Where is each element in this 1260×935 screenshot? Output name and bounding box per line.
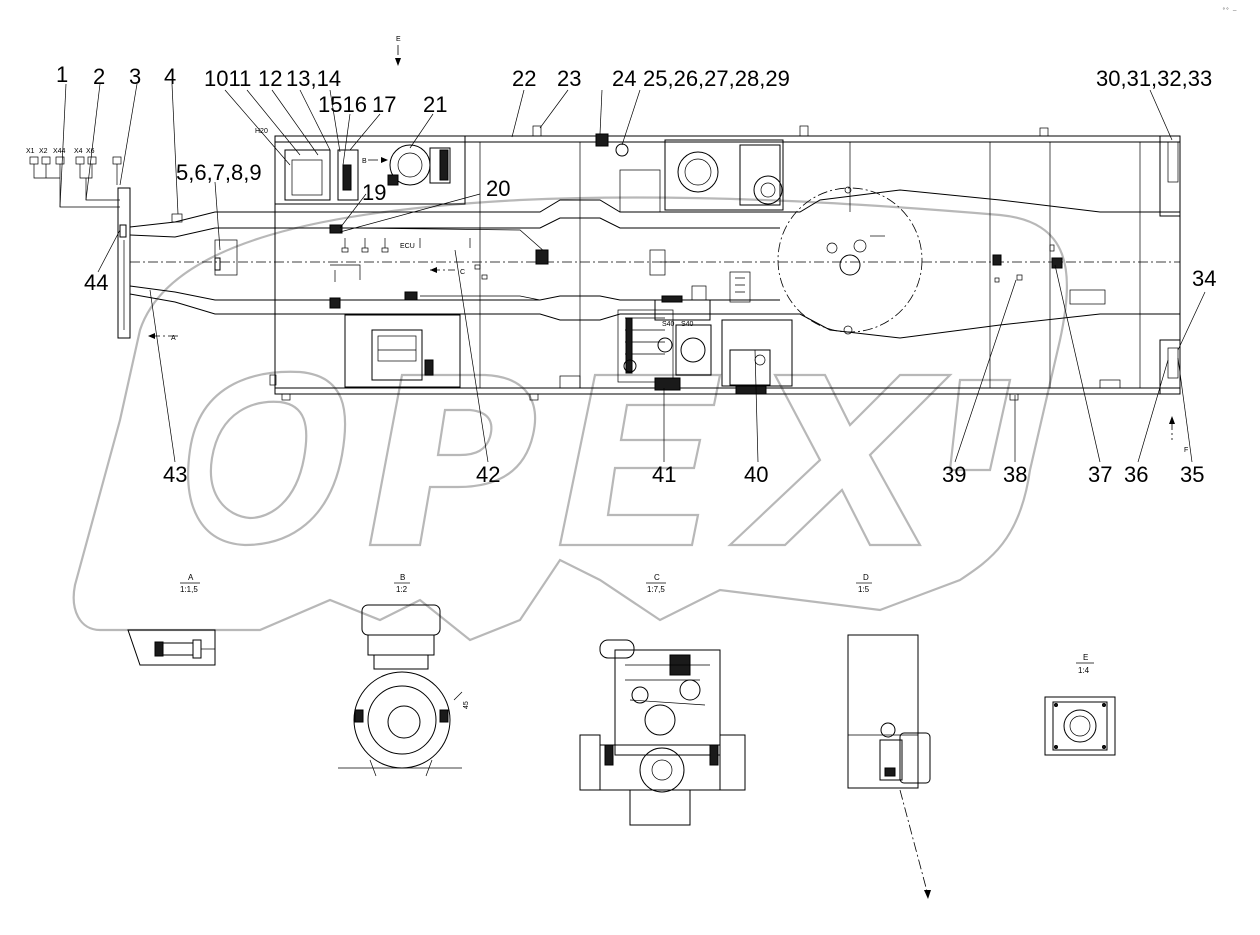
callout-34: 34: [1192, 266, 1216, 291]
callout-5-9: 5,6,7,8,9: [176, 160, 262, 185]
callout-12: 12: [258, 66, 282, 91]
view-f-label: F: [1184, 447, 1188, 454]
left-bracket: A: [117, 187, 275, 342]
detail-a-scale: 1:1,5: [180, 585, 198, 594]
detail-a-letter: A: [188, 573, 194, 582]
callout-22: 22: [512, 66, 536, 91]
callout-10-11: 1011: [204, 66, 251, 91]
callout-38: 38: [1003, 462, 1027, 487]
view-c-marker: C: [460, 269, 465, 276]
callout-24: 24: [612, 66, 636, 91]
central-harness: C: [329, 224, 751, 309]
ecu-label: ECU: [400, 243, 415, 250]
callout-20: 20: [486, 176, 510, 201]
callout-4: 4: [164, 64, 176, 89]
detail-e-letter: E: [1083, 653, 1088, 662]
connector-x44-label: X44: [53, 148, 66, 155]
detail-e-drawing: [1044, 696, 1116, 756]
detail-b-scale: 1:2: [396, 585, 408, 594]
leader-lines: [59, 83, 1206, 463]
upper-box: H20 ECU B: [255, 128, 466, 250]
s40-label-a: S40: [662, 321, 675, 328]
callout-25-29: 25,26,27,28,29: [643, 66, 790, 91]
detail-b-letter: B: [400, 573, 405, 582]
callout-1: 1: [56, 62, 68, 87]
callout-42: 42: [476, 462, 500, 487]
callout-44: 44: [84, 270, 108, 295]
upper-components: [532, 125, 1049, 211]
view-a-marker: A: [171, 335, 176, 342]
connector-group: X1 X2 X44 X4 X6: [26, 148, 122, 208]
lower-components: S40 S40: [269, 285, 1019, 401]
detail-view-titles: A 1:1,5 B 1:2 C 1:7,5 D 1:5 E 1:4: [180, 573, 1094, 675]
callout-39: 39: [942, 462, 966, 487]
detail-b-drawing: 45: [338, 604, 470, 777]
callout-43: 43: [163, 462, 187, 487]
callout-23: 23: [557, 66, 581, 91]
callout-45: 45: [463, 701, 470, 709]
tank-circle: [777, 186, 923, 335]
detail-c-engine: [579, 639, 746, 826]
callout-numbers: 1 2 3 4 1011 12 13,14 1516 17 21 22 23 2…: [56, 62, 1216, 487]
callout-19: 19: [362, 180, 386, 205]
callout-30-33: 30,31,32,33: [1096, 66, 1212, 91]
s40-label-b: S40: [681, 321, 694, 328]
callout-17: 17: [372, 92, 396, 117]
connector-x4-label: X4: [74, 148, 83, 155]
callout-13-14: 13,14: [286, 66, 341, 91]
view-b-marker: B: [362, 158, 367, 165]
right-components: [992, 244, 1063, 283]
callout-3: 3: [129, 64, 141, 89]
callout-2: 2: [93, 64, 105, 89]
callout-37: 37: [1088, 462, 1112, 487]
detail-d-letter: D: [863, 573, 869, 582]
callout-21: 21: [423, 92, 447, 117]
corner-mark: °° —: [1222, 7, 1237, 14]
callout-15-16: 1516: [318, 92, 367, 117]
callout-41: 41: [652, 462, 676, 487]
view-e-label: E: [396, 36, 401, 43]
detail-d-drawing: [847, 634, 931, 899]
connector-x6-label: X6: [86, 148, 95, 155]
watermark-logo: [72, 196, 1069, 642]
callout-36: 36: [1124, 462, 1148, 487]
view-e-arrow: E: [395, 36, 401, 66]
detail-d-scale: 1:5: [858, 585, 870, 594]
detail-a-drawing: [127, 629, 216, 666]
view-f-arrow: F: [1169, 416, 1188, 454]
detail-e-scale: 1:4: [1078, 666, 1090, 675]
h20-label: H20: [255, 128, 268, 135]
connector-x1-label: X1: [26, 148, 35, 155]
detail-c-letter: C: [654, 573, 660, 582]
main-frame: [130, 135, 1181, 395]
connector-x2-label: X2: [39, 148, 48, 155]
callout-40: 40: [744, 462, 768, 487]
detail-c-scale: 1:7,5: [647, 585, 665, 594]
callout-35: 35: [1180, 462, 1204, 487]
